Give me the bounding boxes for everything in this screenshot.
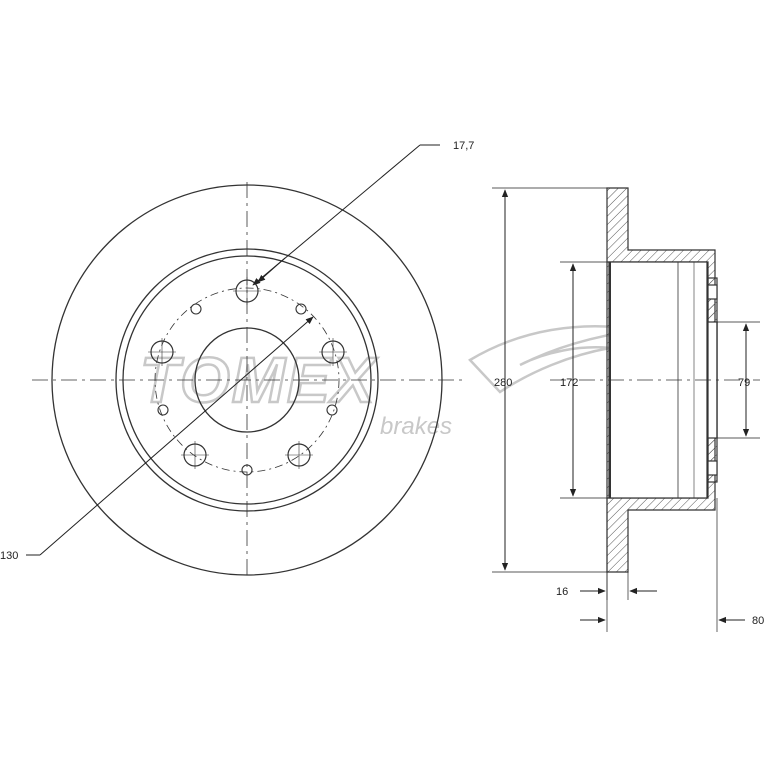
hole-centerlines — [148, 277, 347, 469]
watermark-sub: brakes — [380, 413, 452, 440]
dim-80-label: 80 — [752, 615, 764, 627]
small-hole — [241, 464, 253, 476]
front-view — [26, 144, 465, 580]
side-dimensions — [492, 187, 760, 632]
dim-bolt-hole-label: 17,7 — [453, 140, 474, 152]
small-hole — [326, 404, 338, 416]
pcd-leader — [39, 316, 314, 556]
bolt-hole-leader-inner — [257, 257, 286, 283]
small-holes — [157, 303, 338, 476]
dim-79-label: 79 — [738, 377, 750, 389]
dim-pcd-label: 130 — [0, 550, 18, 562]
side-view — [550, 187, 760, 573]
dim-16-label: 16 — [556, 586, 568, 598]
small-hole — [190, 303, 202, 315]
small-hole — [157, 404, 169, 416]
dim-280-label: 280 — [494, 377, 512, 389]
small-hole — [295, 303, 307, 315]
dim-172-label: 172 — [560, 377, 578, 389]
